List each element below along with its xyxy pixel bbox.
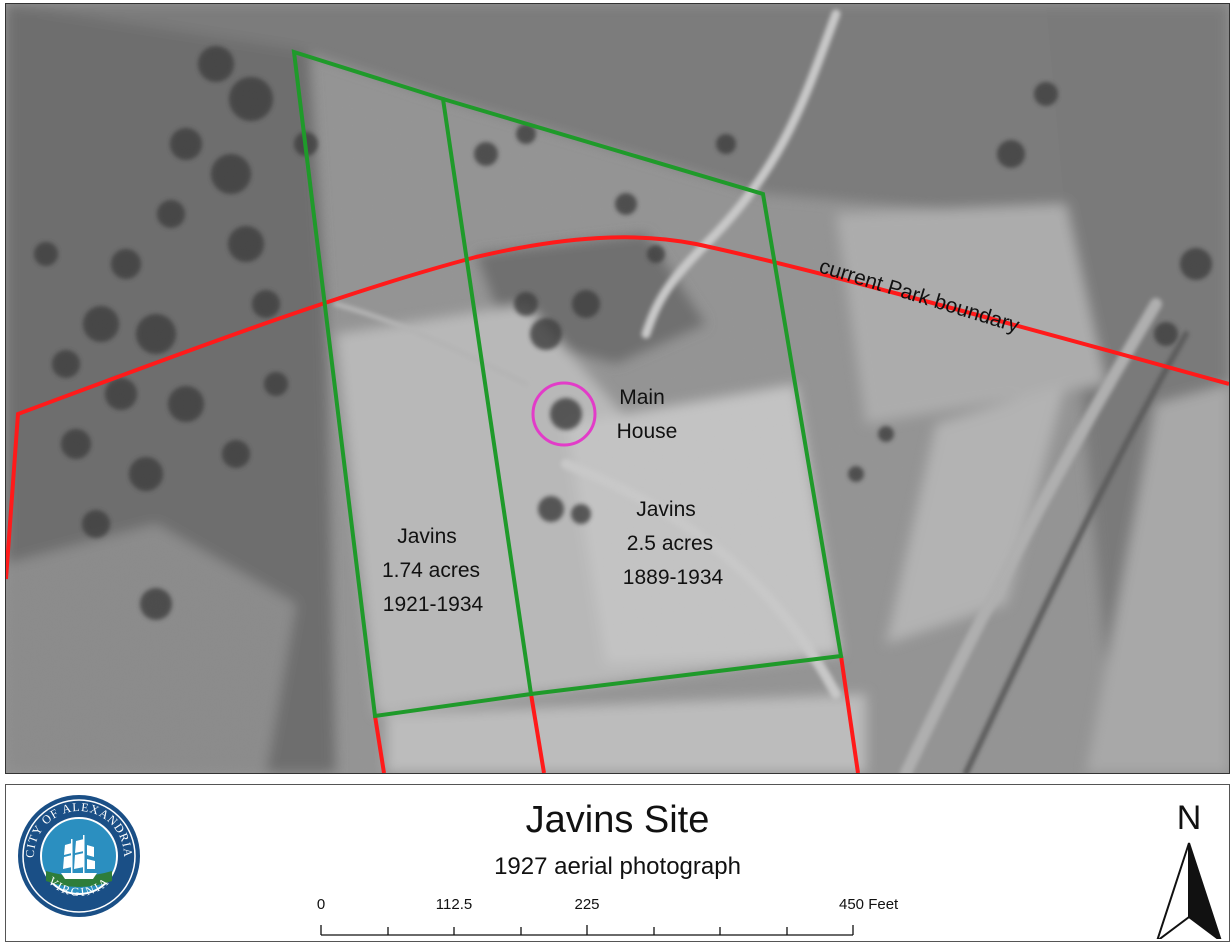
park-boundary-line-mid	[529, 693, 546, 773]
parcel-outlines	[291, 49, 844, 719]
map-subtitle: 1927 aerial photograph	[494, 853, 741, 880]
aerial-photo	[6, 4, 1229, 773]
aerial-map: current Park boundary Main House Javins …	[6, 4, 1229, 773]
map-frame: current Park boundary Main House Javins …	[5, 3, 1230, 774]
north-label: N	[1177, 799, 1202, 837]
scale-bar-ticks	[320, 925, 854, 935]
parcel-east-name: Javins	[636, 498, 696, 521]
city-seal-logo: CITY OF ALEXANDRIA VIRGINIA	[18, 795, 140, 917]
parcel-east-years: 1889-1934	[623, 566, 724, 589]
parcel-east-area: 2.5 acres	[627, 532, 713, 555]
scale-tick-label: 0	[317, 896, 325, 913]
parcel-west-years: 1921-1934	[383, 593, 484, 616]
parcel-west-name: Javins	[397, 525, 457, 548]
parcel-east-outline	[442, 97, 844, 696]
park-boundary-line	[6, 235, 1229, 580]
main-house-label-line2: House	[617, 420, 678, 443]
scale-tick-label: 225	[574, 896, 599, 913]
scale-bar: 0 112.5 225 450 Feet	[317, 896, 899, 936]
legend-panel: CITY OF ALEXANDRIA VIRGINIA Javins Site …	[5, 784, 1230, 942]
north-arrow-icon: N	[1156, 799, 1222, 939]
park-boundary-line-east	[839, 655, 860, 773]
main-house-marker	[531, 381, 597, 447]
parcel-west-area: 1.74 acres	[382, 559, 480, 582]
main-house-label-line1: Main	[619, 386, 665, 409]
scale-tick-label: 112.5	[436, 896, 472, 913]
scale-tick-label: 450 Feet	[839, 896, 899, 913]
park-boundary-line-west	[373, 715, 386, 773]
map-title: Javins Site	[525, 799, 710, 841]
